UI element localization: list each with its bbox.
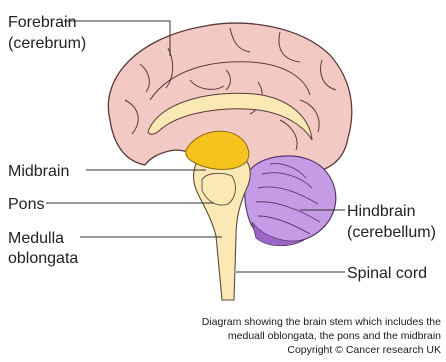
caption-line-1: Diagram showing the brain stem which inc… [202,316,441,328]
label-spinal-cord: Spinal cord [347,265,427,282]
caption-line-3: Copyright © Cancer research UK [287,344,441,356]
label-midbrain: Midbrain [8,163,69,180]
label-medulla-sub: oblongata [8,250,78,267]
label-hindbrain-sub: (cerebellum) [347,224,436,241]
caption: Diagram showing the brain stem which inc… [202,316,441,356]
label-medulla: Medulla [8,230,64,247]
cerebellum [245,156,336,246]
caption-line-2: meduall oblongata, the pons and the midb… [228,330,441,342]
label-pons: Pons [8,196,44,213]
label-forebrain-sub: (cerebrum) [8,35,86,52]
label-forebrain: Forebrain [8,14,76,31]
brainstem [194,151,251,300]
label-hindbrain: Hindbrain [347,203,415,220]
